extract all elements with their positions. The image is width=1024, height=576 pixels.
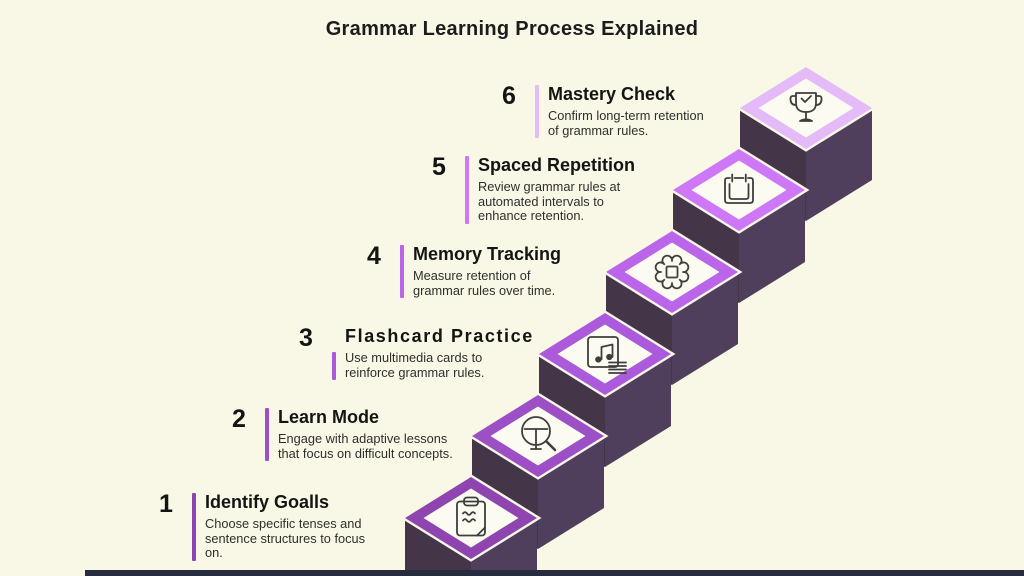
step-6-block	[735, 64, 877, 221]
step-description: Review grammar rules at automated interv…	[478, 178, 621, 224]
calendar-notepad-icon	[724, 173, 754, 204]
step-6-diamond-face	[758, 78, 854, 138]
step-accent-bar	[535, 85, 539, 139]
step-title: Mastery Check	[548, 84, 676, 104]
step-number: 3	[299, 324, 313, 352]
step-title: Spaced Repetition	[478, 155, 636, 175]
step-number: 2	[232, 405, 246, 433]
step-title: Memory Tracking	[413, 244, 562, 264]
magnifier-text-icon	[521, 416, 557, 452]
step-description: Choose specific tenses and sentence stru…	[205, 515, 366, 561]
music-flashcard-icon	[587, 336, 627, 374]
step-1-diamond-face	[423, 488, 519, 548]
trophy-icon	[789, 92, 823, 122]
step-6-label: 6 Mastery Check Confirm long-term retent…	[496, 82, 738, 139]
step-4-right-face	[672, 272, 738, 385]
step-accent-bar	[400, 245, 404, 299]
step-description: Engage with adaptive lessons that focus …	[278, 430, 453, 461]
step-description: Measure retention of grammar rules over …	[413, 267, 556, 298]
clipboard-icon	[456, 496, 486, 537]
step-4-diamond-face	[624, 242, 720, 302]
step-5-label: 5 Spaced Repetition Review grammar rules…	[426, 153, 668, 225]
step-6-right-face	[806, 108, 872, 221]
step-1-block	[400, 474, 542, 576]
step-title: Flashcard Practice	[345, 326, 534, 346]
step-5-right-face	[739, 190, 805, 303]
step-2-right-face	[538, 436, 604, 549]
step-1-left-face	[405, 518, 471, 576]
step-number: 4	[367, 242, 381, 270]
step-3-diamond-face	[557, 324, 653, 384]
step-4-label: 4 Memory Tracking Measure retention of g…	[361, 242, 603, 299]
step-accent-bar	[265, 408, 269, 462]
step-2-block	[467, 392, 609, 549]
step-1-right-face	[471, 518, 537, 576]
infographic-title: Grammar Learning Process Explained	[325, 18, 699, 40]
step-accent-bar	[192, 493, 196, 562]
step-accent-bar	[465, 156, 469, 225]
step-number: 1	[159, 490, 173, 518]
step-1-label: 1 Identify Goalls Choose specific tenses…	[153, 490, 395, 562]
step-2-label: 2 Learn Mode Engage with adaptive lesson…	[226, 405, 468, 462]
step-description: Use multimedia cards to reinforce gramma…	[345, 349, 485, 380]
step-2-diamond-face	[490, 406, 586, 466]
step-number: 6	[502, 82, 516, 110]
step-description: Confirm long-term retention of grammar r…	[548, 107, 704, 138]
step-accent-bar	[332, 352, 336, 381]
bottom-edge-strip	[85, 570, 1024, 576]
step-3-right-face	[605, 354, 671, 467]
step-title: Learn Mode	[278, 407, 380, 427]
step-5-diamond-face	[691, 160, 787, 220]
memory-chip-icon	[654, 254, 690, 290]
step-number: 5	[432, 153, 446, 181]
step-title: Identify Goalls	[205, 492, 330, 512]
step-3-label: 3 Flashcard Practice Use multimedia card…	[293, 324, 535, 381]
